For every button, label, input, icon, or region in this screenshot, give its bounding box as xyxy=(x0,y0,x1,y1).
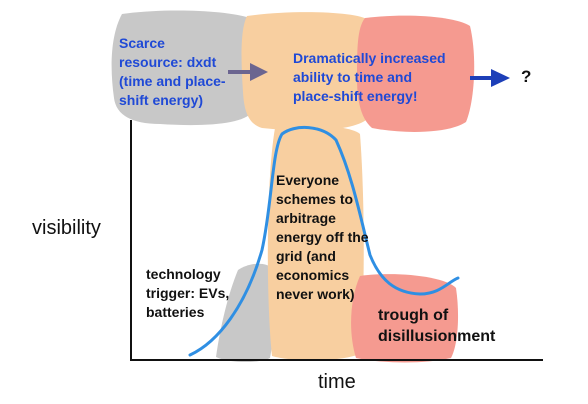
technology-trigger-blob xyxy=(216,263,275,363)
technology-trigger-line: batteries xyxy=(146,304,205,320)
blue-arrow-icon xyxy=(470,69,510,87)
scarce-resource-line: (time and place- xyxy=(119,73,226,89)
increased-ability-line: ability to time and xyxy=(293,69,413,85)
scarce-resource-line: shift energy) xyxy=(119,92,204,108)
question-mark-label: ? xyxy=(521,67,532,86)
increased-ability-line: Dramatically increased xyxy=(293,50,446,66)
everyone-schemes-line: economics xyxy=(276,267,350,283)
technology-trigger-label: technology trigger: EVs, batteries xyxy=(146,265,229,322)
increased-ability-blob xyxy=(241,12,373,131)
everyone-schemes-line: energy off the xyxy=(276,229,369,245)
future-blob xyxy=(357,15,475,132)
scarce-resource-line: Scarce xyxy=(119,35,165,51)
trough-line: disillusionment xyxy=(378,328,496,345)
x-axis-label: time xyxy=(318,371,356,393)
technology-trigger-line: trigger: EVs, xyxy=(146,285,230,301)
everyone-schemes-line: arbitrage xyxy=(276,210,336,226)
everyone-schemes-line: schemes to xyxy=(276,191,354,207)
schemes-blob xyxy=(267,125,364,361)
gray-arrow-icon xyxy=(228,63,268,81)
scarce-resource-label: Scarce resource: dxdt (time and place- s… xyxy=(119,34,226,110)
y-axis-label: visibility xyxy=(32,217,101,239)
everyone-schemes-line: Everyone xyxy=(276,172,340,188)
trough-line: trough of xyxy=(378,307,449,324)
everyone-schemes-line: grid (and xyxy=(276,248,336,264)
trough-label: trough of disillusionment xyxy=(378,305,495,347)
scarce-resource-blob xyxy=(111,10,257,126)
everyone-schemes-label: Everyone schemes to arbitrage energy off… xyxy=(276,171,369,304)
hype-curve xyxy=(188,126,460,357)
scarce-resource-line: resource: dxdt xyxy=(119,54,217,70)
trough-blob xyxy=(351,274,459,363)
technology-trigger-line: technology xyxy=(146,266,221,282)
everyone-schemes-line: never work) xyxy=(276,286,355,302)
increased-ability-label: Dramatically increased ability to time a… xyxy=(293,49,446,106)
increased-ability-line: place-shift energy! xyxy=(293,88,418,104)
